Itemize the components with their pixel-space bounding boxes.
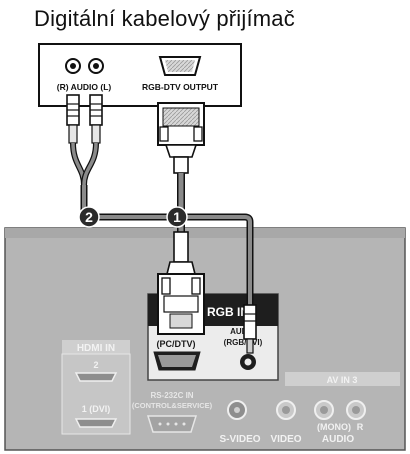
rgb-audio-label-1: AUDIO xyxy=(230,327,256,336)
rgb-in-label: RGB IN xyxy=(207,305,249,319)
av-in-section: AV IN 3 S-VIDEO VIDEO (MONO) R AUDIO xyxy=(219,372,400,445)
marker-2-label: 2 xyxy=(85,209,93,225)
pc-dtv-label: (PC/DTV) xyxy=(157,339,196,349)
hdmi-2-label: 2 xyxy=(93,360,98,370)
page-title: Digitální kabelový přijímač xyxy=(34,6,295,31)
hdmi-1-label: 1 (DVI) xyxy=(82,404,111,414)
audio-bottom-label: AUDIO xyxy=(322,434,354,445)
hdmi-1-port xyxy=(74,418,118,428)
marker-1: 1 xyxy=(166,206,188,228)
hdmi-2-port xyxy=(74,372,118,382)
mono-label: (MONO) xyxy=(317,422,351,432)
video-label: VIDEO xyxy=(270,434,301,445)
receiver-audio-label: (R) AUDIO (L) xyxy=(57,82,112,92)
svideo-label: S-VIDEO xyxy=(219,434,260,445)
r-label: R xyxy=(357,422,364,432)
hdmi-in-label: HDMI IN xyxy=(77,343,115,354)
rs232-label-1: RS-232C IN xyxy=(150,391,193,400)
marker-1-label: 1 xyxy=(173,209,181,225)
rgb-cable xyxy=(157,102,205,335)
rs232-label-2: (CONTROL&SERVICE) xyxy=(132,401,213,410)
av-in-label: AV IN 3 xyxy=(327,375,358,385)
rgb-audio-label-2: (RGB/DVI) xyxy=(224,338,263,347)
rs232c-section: RS-232C IN (CONTROL&SERVICE) xyxy=(132,391,213,433)
receiver-output-label: RGB-DTV OUTPUT xyxy=(142,82,219,92)
rs232-port xyxy=(146,415,198,433)
hdmi-in-section: HDMI IN 2 1 (DVI) xyxy=(61,340,131,435)
marker-2: 2 xyxy=(78,206,100,228)
